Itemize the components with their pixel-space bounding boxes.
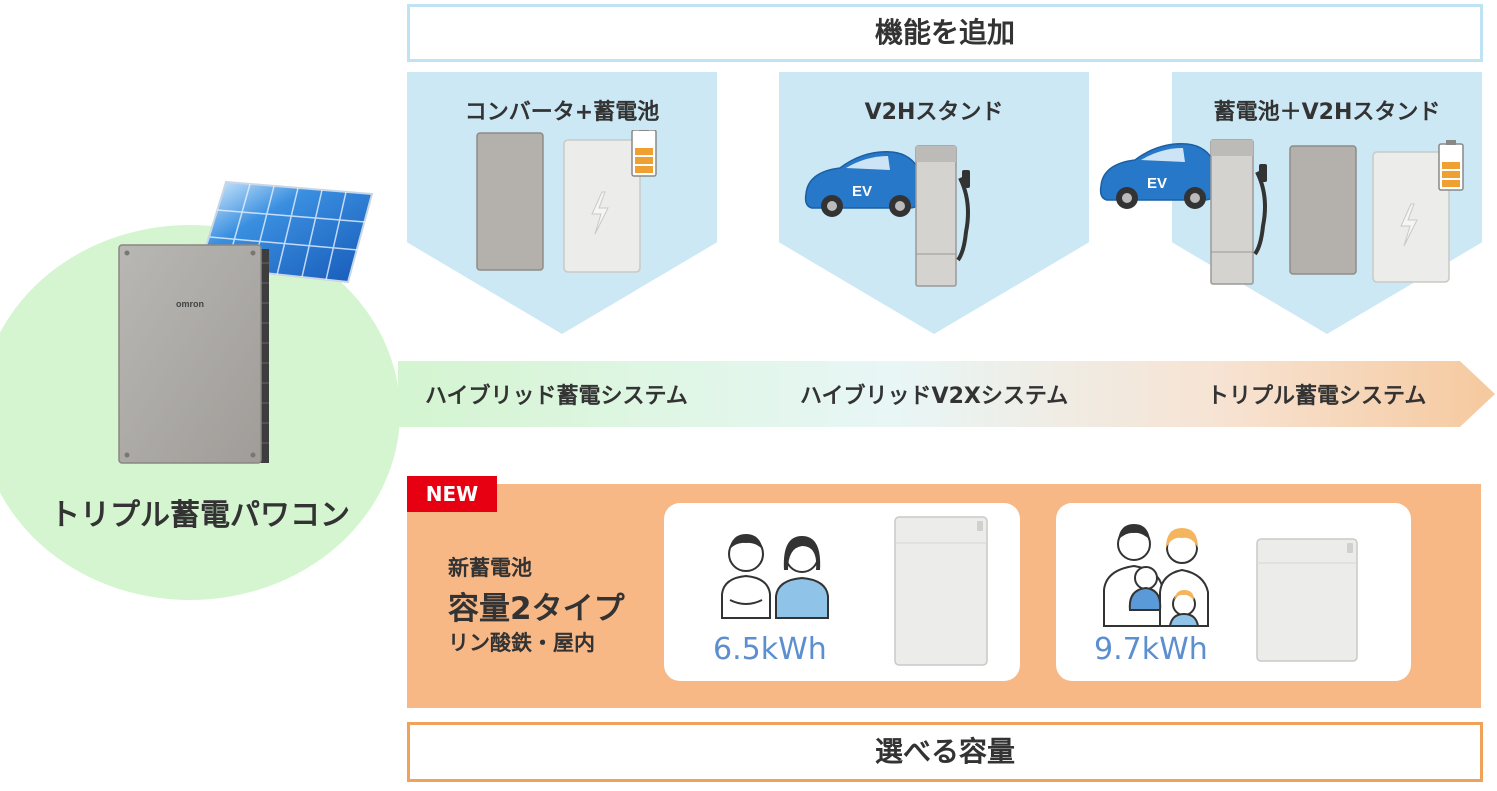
power-conditioner-image: omron bbox=[118, 244, 269, 464]
add-function-header: 機能を追加 bbox=[407, 4, 1483, 62]
panel-label: コンバータ+蓄電池 bbox=[464, 100, 660, 125]
system-arrow-band bbox=[398, 361, 1495, 427]
family-illustration bbox=[1103, 524, 1209, 627]
new-battery-heading: 新蓄電池 bbox=[448, 556, 532, 580]
system-label-triple-battery: トリプル蓄電システム bbox=[1207, 384, 1427, 409]
battery-level-icon bbox=[631, 130, 657, 177]
capacity-value-6-5: 6.5kWh bbox=[713, 632, 827, 667]
system-label-hybrid-v2x: ハイブリッドV2Xシステム bbox=[800, 384, 1069, 409]
choose-capacity-footer: 選べる容量 bbox=[407, 722, 1483, 782]
system-label-hybrid-battery: ハイブリッド蓄電システム bbox=[425, 384, 688, 409]
battery-level-icon bbox=[1438, 140, 1464, 191]
battery-v2h-image: EV bbox=[1099, 139, 1464, 285]
ev-label: EV bbox=[852, 183, 872, 200]
battery-unit-image-9-7 bbox=[1256, 538, 1358, 662]
new-badge: NEW bbox=[407, 476, 497, 512]
ev-v2h-stand-image: EV bbox=[804, 145, 970, 287]
panel-label: V2Hスタンド bbox=[864, 100, 1004, 125]
capacity-types-heading: 容量2タイプ bbox=[448, 591, 625, 627]
capacity-value-9-7: 9.7kWh bbox=[1094, 632, 1208, 667]
brand-logo: omron bbox=[176, 299, 204, 309]
panel-label: 蓄電池＋V2Hスタンド bbox=[1213, 100, 1441, 125]
battery-unit-image-6-5 bbox=[894, 516, 988, 666]
couple-illustration bbox=[721, 534, 829, 619]
battery-spec-text: リン酸鉄・屋内 bbox=[448, 631, 595, 655]
ev-label: EV bbox=[1147, 175, 1167, 192]
power-conditioner-title: トリプル蓄電パワコン bbox=[50, 498, 350, 533]
converter-battery-image bbox=[476, 130, 657, 273]
